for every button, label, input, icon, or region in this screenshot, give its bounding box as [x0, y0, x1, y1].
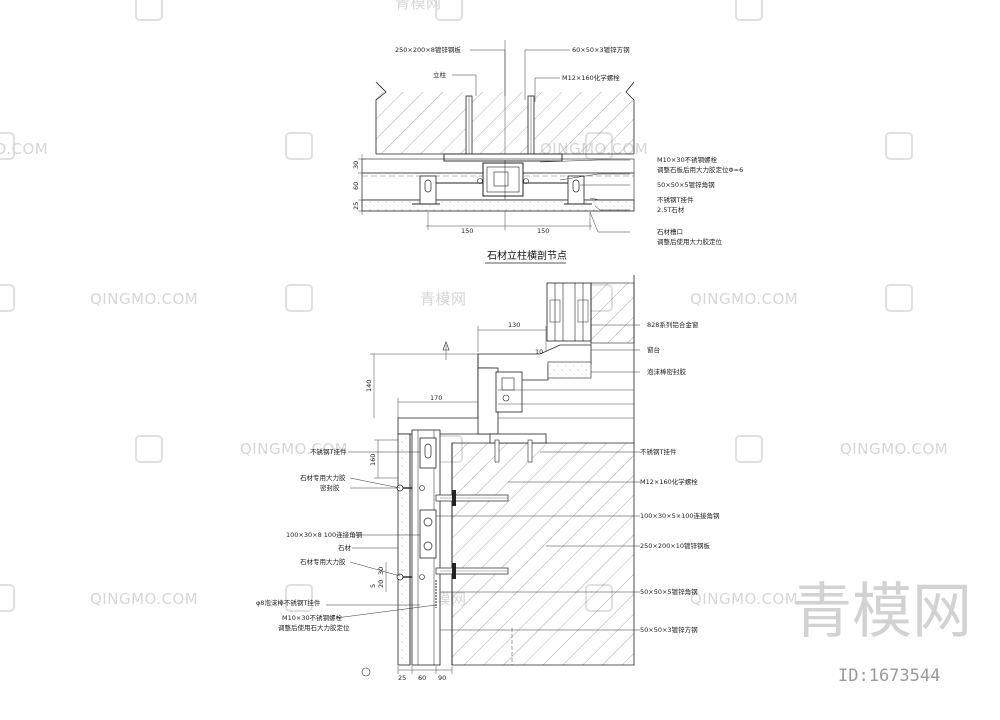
section-1-plan: 30 60 25 150 150 250×200×8镀锌钢板 60 — [352, 40, 743, 264]
dimension-170: 170 — [397, 394, 478, 418]
top-steel-plate — [489, 433, 547, 444]
label-stone-glue-2: 石材专用大力胶 — [300, 557, 346, 566]
dimension-bottom: 150 150 — [426, 212, 592, 235]
concrete-upper — [590, 282, 635, 344]
dimension-left: 30 60 25 — [352, 154, 366, 215]
dimension-130: 130 — [477, 321, 547, 352]
square-tube-upper — [495, 371, 523, 413]
callout-lines — [452, 49, 630, 233]
label-stone-slot: 石材槽口 — [657, 227, 683, 236]
svg-text:90: 90 — [438, 674, 446, 682]
concrete-wall-main — [451, 442, 635, 666]
label-angle: 50×50×5镀锌角钢 — [657, 180, 715, 189]
label-pendant: 不锈钢T挂件 — [657, 195, 694, 204]
label-ss-bolt-left: M10×30不锈钢螺栓 — [282, 613, 343, 622]
label-steel-plate: 250×200×8镀锌钢板 — [395, 45, 461, 54]
svg-text:140: 140 — [365, 380, 373, 392]
label-chem-bolt-right: M12×160化学螺栓 — [640, 477, 698, 486]
svg-text:130: 130 — [508, 321, 520, 329]
foam-seal — [547, 361, 592, 379]
label-pendant-right: 不锈钢T挂件 — [640, 447, 677, 456]
stone-facing — [397, 433, 411, 666]
watermark-text: QINGMO.COM — [840, 440, 948, 458]
dim-25: 25 — [352, 202, 360, 210]
t-pendant-upper — [419, 437, 437, 469]
label-ss-bolt: M10×30不锈钢螺栓 — [657, 155, 718, 164]
label-stone-glue: 石材专用大力胶 — [300, 473, 346, 482]
watermark-cn-small: 青模网 — [420, 290, 467, 308]
callout-lines-right — [436, 324, 640, 631]
label-connector-angle-right: 100×30×5×100连接角钢 — [640, 511, 720, 520]
label-pendant-2: φ8泡沫棒不锈钢T挂件 — [256, 598, 321, 607]
watermark-text: QINGMO.COM — [690, 590, 798, 608]
section-title: 石材立柱横剖节点 — [487, 249, 567, 262]
concrete-wall — [376, 92, 634, 154]
dimension-bottom-2: 25 60 90 — [397, 666, 453, 682]
watermark-text: QINGMO.COM — [240, 440, 348, 458]
label-sill: 窗台 — [647, 345, 660, 354]
label-ss-bolt-note: 调整石板后用大力胶定位Φ=6 — [657, 165, 743, 174]
glue-bolt-upper — [396, 484, 425, 492]
svg-text:25: 25 — [398, 674, 406, 682]
dim-150-left: 150 — [461, 227, 473, 235]
dim-30: 30 — [352, 161, 360, 169]
pendant-right — [564, 175, 592, 205]
watermark-text: QINGMO.COM — [690, 290, 798, 308]
break-line — [375, 81, 387, 154]
svg-text:60: 60 — [418, 674, 426, 682]
label-slot-note: 调整后使用大力胶定位 — [657, 237, 723, 246]
label-square-tube-right: 50×50×3镀锌方钢 — [640, 625, 698, 634]
dimension-160: 160 — [369, 439, 398, 479]
label-chem-bolt: M12×160化学螺栓 — [562, 73, 620, 82]
dim-150-right: 150 — [537, 227, 549, 235]
dim-60: 60 — [352, 182, 360, 190]
anchor-bolt-lower — [435, 563, 509, 579]
section-mark-icon — [361, 667, 371, 677]
anchor-bolt-upper — [435, 490, 509, 506]
label-square-tube: 60×50×3镀锌方钢 — [572, 45, 630, 54]
svg-text:160: 160 — [369, 454, 377, 466]
label-stone: 2.5T石材 — [657, 205, 685, 214]
watermark-text: QINGMO.COM — [90, 290, 198, 308]
steel-plate — [443, 153, 563, 162]
watermark-id: ID:1673544 — [838, 666, 940, 686]
aluminum-window — [546, 282, 592, 345]
section-2-elevation: 130 10 140 170 160 30 20 5 — [256, 275, 720, 682]
glue-bolt-lower — [396, 573, 425, 581]
label-foam: 泡沫棒密封胶 — [647, 367, 687, 376]
stone-panel — [361, 199, 635, 212]
north-arrow-icon — [442, 341, 450, 351]
connector-angle — [419, 509, 437, 559]
break-line — [625, 81, 635, 154]
dimension-140: 140 — [365, 353, 478, 418]
watermark-text: QINGMO.COM — [0, 140, 48, 158]
label-pendant-left: 不锈钢T挂件 — [310, 447, 347, 456]
label-steel-plate-right: 250×200×10镀锌钢板 — [640, 541, 710, 550]
svg-text:5: 5 — [369, 584, 377, 588]
callout-lines-left — [326, 451, 437, 619]
pendant-left — [412, 175, 440, 205]
label-angle-right: 50×50×5镀锌角钢 — [640, 587, 698, 596]
watermark-cn-small: 青模网 — [395, 0, 442, 12]
label-connector-angle-left: 100×30×8 100连接角钢 — [286, 530, 363, 539]
label-sealant: 密封胶 — [320, 483, 340, 492]
svg-text:10: 10 — [535, 348, 543, 356]
dimension-lower-left: 30 20 5 — [369, 562, 387, 592]
svg-text:170: 170 — [430, 394, 442, 402]
label-stone-left: 石材 — [338, 543, 352, 552]
watermark-brand: 青模网 — [792, 577, 972, 647]
dimension-10: 10 — [535, 348, 543, 356]
label-alu-window: 828系列铝合金窗 — [647, 320, 698, 329]
label-ss-bolt-note-left: 调整后使用石大力胶定位 — [278, 623, 350, 632]
label-column: 立柱 — [433, 70, 447, 79]
watermark-text: QINGMO.COM — [90, 590, 198, 608]
svg-text:20: 20 — [377, 580, 385, 588]
